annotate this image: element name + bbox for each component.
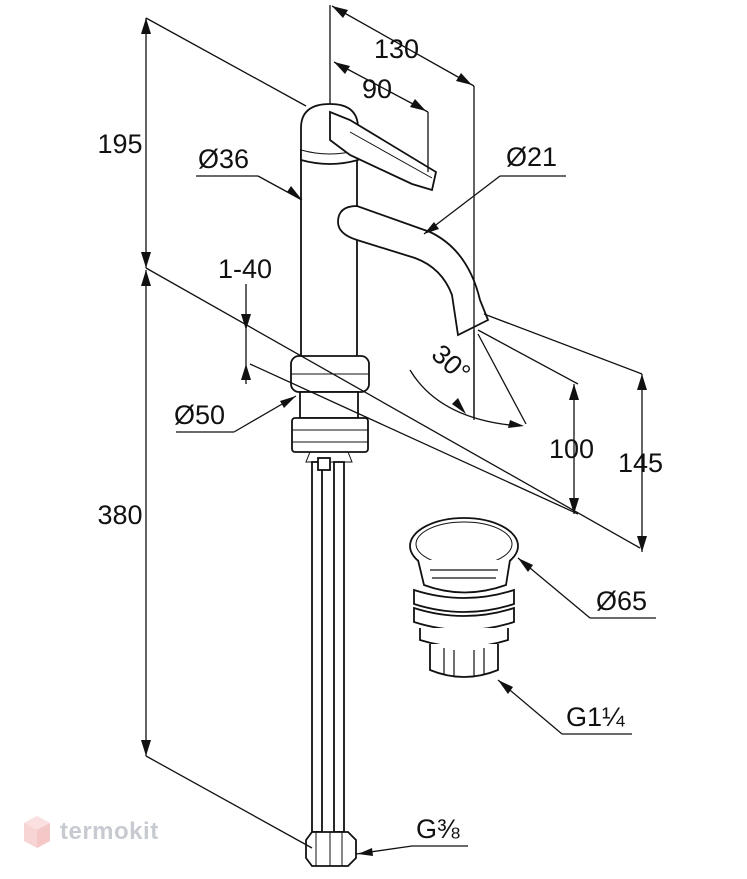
dim-100: 100: [549, 384, 594, 514]
dim-g114: G1¼: [497, 679, 632, 735]
dim-g38-label: G⅜: [416, 814, 460, 844]
dim-d65: Ø65: [517, 557, 656, 619]
mounting-shank: [299, 391, 359, 419]
dim-130-label: 130: [374, 34, 419, 64]
watermark: termokit: [22, 814, 159, 850]
dim-380: 380: [97, 270, 313, 849]
watermark-text: termokit: [60, 818, 159, 845]
dim-d65-label: Ø65: [596, 586, 647, 616]
dim-d21: Ø21: [423, 142, 566, 235]
cube-logo-icon: [24, 816, 50, 848]
pop-up-waste: [409, 517, 519, 678]
dim-145: 145: [618, 374, 663, 552]
dim-90: 90: [333, 61, 429, 172]
faucet-body: [300, 149, 358, 366]
dim-30deg: 30°: [409, 330, 527, 428]
mounting-nut: [291, 417, 369, 453]
dim-90-label: 90: [362, 74, 392, 104]
dim-d21-label: Ø21: [506, 142, 557, 172]
dim-d36: Ø36: [196, 144, 303, 201]
dim-d50-label: Ø50: [174, 400, 225, 430]
spout: [337, 205, 490, 337]
dim-30deg-label: 30°: [426, 339, 476, 389]
dim-d50: Ø50: [174, 395, 297, 433]
dim-195-label: 195: [97, 129, 142, 159]
dim-130: 130: [329, 5, 475, 420]
dim-145-label: 145: [618, 448, 663, 478]
dim-1-40-label: 1-40: [218, 254, 272, 284]
dim-100-label: 100: [549, 434, 594, 464]
dim-g114-label: G1¼: [566, 702, 625, 732]
hose-left: [311, 461, 323, 833]
dim-d36-label: Ø36: [198, 144, 249, 174]
hose-right: [333, 461, 345, 833]
dim-1-40: 1-40: [218, 254, 272, 384]
dim-g38: G⅜: [355, 814, 468, 856]
faucet: [290, 103, 490, 867]
dim-195: 195: [97, 17, 307, 268]
hose-fitting: [305, 831, 357, 867]
dim-380-label: 380: [97, 500, 142, 530]
